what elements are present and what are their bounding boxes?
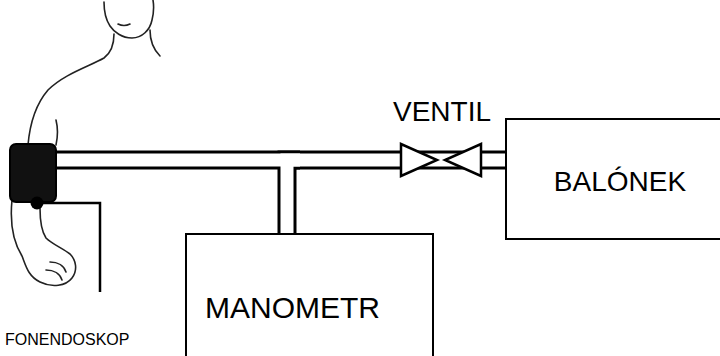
valve-right — [445, 144, 481, 176]
stethoscope-tube — [40, 203, 100, 292]
valve-left — [401, 144, 437, 176]
box-label: BALÓNEK — [507, 166, 720, 198]
valve-label: VENTIL — [393, 96, 491, 128]
gauge-box: MANOMETR — [185, 233, 434, 356]
stethoscope-label: FONENDOSKOP — [5, 331, 129, 349]
stethoscope-head — [31, 197, 44, 210]
cuff — [10, 144, 56, 202]
bulb-box: BALÓNEK — [505, 118, 720, 240]
cuff-tube-core — [52, 154, 300, 167]
person-sketch — [11, 0, 160, 285]
box-label: MANOMETR — [205, 291, 432, 325]
